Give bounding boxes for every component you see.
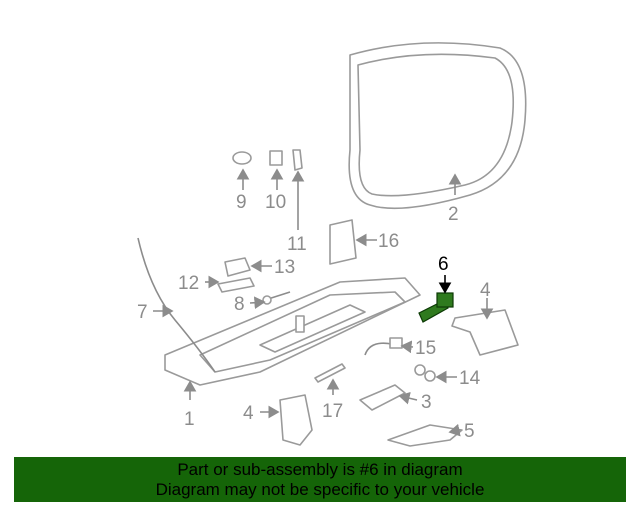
callout-3: 3 — [421, 392, 432, 413]
leader-lines — [153, 168, 494, 437]
part-10-clip[interactable] — [269, 150, 283, 166]
callout-2: 2 — [448, 204, 459, 225]
callout-7: 7 — [137, 302, 148, 323]
part-2-weatherstrip[interactable] — [348, 42, 527, 210]
part-14-grommet[interactable] — [414, 364, 436, 382]
part-16-panel[interactable] — [329, 219, 357, 265]
banner-line-1: Part or sub-assembly is #6 in diagram — [177, 460, 463, 479]
part-11-clip[interactable] — [292, 149, 303, 171]
notice-banner: Part or sub-assembly is #6 in diagram Di… — [14, 457, 626, 502]
callout-17: 17 — [322, 401, 343, 422]
part-8-bolt[interactable] — [262, 291, 291, 305]
callout-9: 9 — [236, 192, 247, 213]
callout-5: 5 — [464, 421, 475, 442]
callout-8: 8 — [234, 294, 245, 315]
callout-16: 16 — [378, 231, 399, 252]
part-6-highlighted-actuator[interactable] — [418, 292, 454, 323]
part-4-hinge-left[interactable] — [279, 394, 313, 446]
callout-6: 6 — [438, 254, 449, 275]
part-1-deck-lid-inner[interactable] — [164, 277, 421, 386]
callout-10: 10 — [265, 192, 286, 213]
part-4-hinge-right[interactable] — [451, 309, 519, 356]
callout-15: 15 — [415, 338, 436, 359]
callout-1: 1 — [184, 409, 195, 430]
banner-line-2: Diagram may not be specific to your vehi… — [155, 480, 485, 499]
part-9-clip[interactable] — [232, 151, 252, 165]
part-12-bracket[interactable] — [217, 277, 255, 293]
part-13-bracket[interactable] — [224, 257, 251, 277]
part-17-strip[interactable] — [314, 363, 346, 383]
callout-11: 11 — [287, 234, 307, 255]
callout-13: 13 — [274, 257, 295, 278]
callout-4-left: 4 — [243, 403, 254, 424]
callout-14: 14 — [459, 368, 481, 389]
part-15-hose[interactable] — [364, 337, 403, 356]
part-5-cover[interactable] — [387, 424, 463, 447]
part-3-pad[interactable] — [359, 384, 406, 411]
callout-4-right: 4 — [480, 280, 491, 301]
part-7-support-rod[interactable] — [137, 237, 216, 373]
callout-12: 12 — [178, 273, 199, 294]
